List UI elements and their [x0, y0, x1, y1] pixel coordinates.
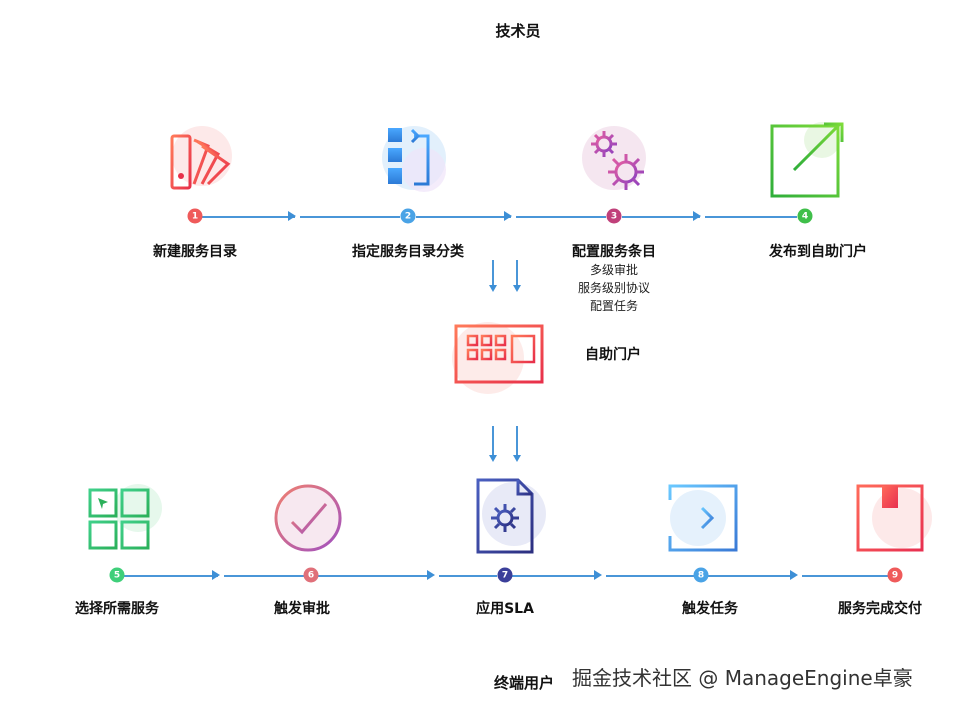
connector-line: [200, 216, 295, 218]
connector-line: [802, 575, 888, 577]
connector-line: [416, 216, 511, 218]
connector-line: [439, 575, 497, 577]
step-label: 应用SLA: [476, 601, 534, 617]
down-connector: [516, 260, 518, 286]
gears-icon: [572, 118, 662, 202]
portal-screen-icon: [448, 318, 558, 412]
arrow-down-icon: [513, 285, 521, 292]
step-label: 触发任务: [682, 601, 738, 617]
step-detail: 服务级别协议: [577, 281, 651, 295]
step-label: 选择所需服务: [75, 601, 159, 617]
step-detail: 配置任务: [589, 299, 639, 313]
down-connector: [516, 426, 518, 456]
arrow-right-icon: [504, 211, 512, 221]
step-number: 1: [187, 208, 203, 224]
arrow-down-icon: [513, 455, 521, 462]
down-connector: [492, 260, 494, 286]
connector-line: [705, 216, 797, 218]
catalog-category-icon: [368, 118, 458, 202]
step-label: 发布到自助门户: [769, 244, 867, 260]
arrow-right-icon: [212, 570, 220, 580]
connector-line: [708, 575, 794, 577]
connector-line: [622, 216, 700, 218]
arrow-right-icon: [288, 211, 296, 221]
arrow-right-icon: [427, 570, 435, 580]
step-label: 服务完成交付: [838, 601, 922, 617]
arrow-right-icon: [594, 570, 602, 580]
watermark-text: 掘金技术社区 @ ManageEngine卓豪: [572, 666, 913, 690]
task-enter-icon: [658, 478, 748, 562]
connector-line: [512, 575, 598, 577]
step-label: 配置服务条目: [572, 244, 656, 260]
arrow-down-icon: [489, 285, 497, 292]
step-number: 4: [797, 208, 813, 224]
technician-title: 技术员: [495, 22, 541, 40]
service-grid-icon: [78, 478, 168, 562]
step-number: 8: [693, 567, 709, 583]
step-label: 新建服务目录: [153, 244, 237, 260]
step-number: 3: [606, 208, 622, 224]
arrow-down-icon: [489, 455, 497, 462]
step-number: 6: [303, 567, 319, 583]
step-label: 指定服务目录分类: [352, 244, 464, 260]
connector-line: [122, 575, 218, 577]
step-number: 9: [887, 567, 903, 583]
end-user-title: 终端用户: [493, 674, 555, 692]
step-detail: 多级审批: [589, 263, 639, 277]
catalog-cards-icon: [150, 118, 240, 202]
publish-arrow-icon: [762, 118, 852, 202]
connector-line: [224, 575, 304, 577]
arrow-right-icon: [693, 211, 701, 221]
step-number: 7: [497, 567, 513, 583]
approval-check-icon: [264, 478, 354, 562]
connector-line: [606, 575, 694, 577]
connector-line: [300, 216, 400, 218]
sla-document-gear-icon: [462, 474, 552, 562]
connector-line: [516, 216, 606, 218]
connector-line: [318, 575, 430, 577]
down-connector: [492, 426, 494, 456]
step-number: 2: [400, 208, 416, 224]
arrow-right-icon: [790, 570, 798, 580]
portal-label: 自助门户: [585, 347, 641, 363]
step-label: 触发审批: [274, 601, 330, 617]
delivery-box-icon: [848, 478, 938, 562]
step-number: 5: [109, 567, 125, 583]
